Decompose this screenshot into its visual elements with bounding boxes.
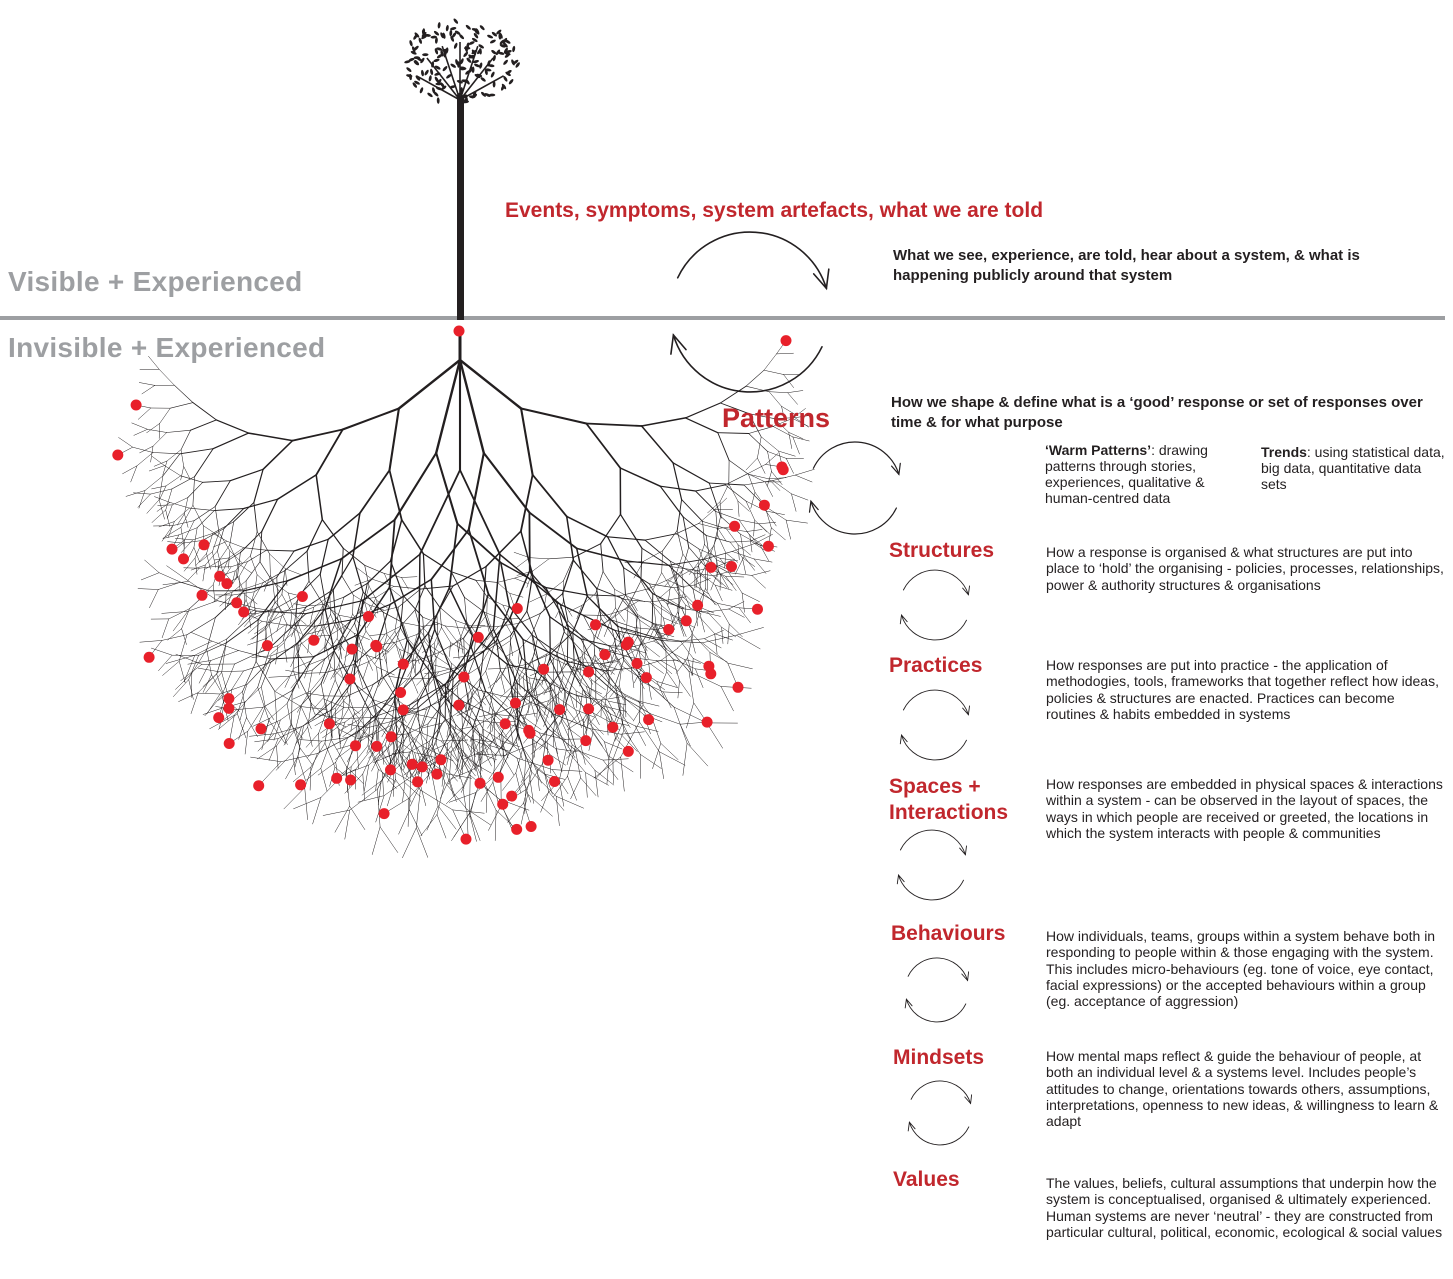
warm-patterns-title: ‘Warm Patterns’: [1045, 442, 1152, 458]
layer-label-structures: Structures: [889, 539, 995, 562]
patterns-label: Patterns: [722, 403, 831, 433]
events-description: What we see, experience, are told, hear …: [893, 247, 1360, 284]
warm-patterns-text: : drawing patterns through stories, expe…: [1045, 442, 1208, 506]
layer-label-spaces-interactions: Spaces + Interactions: [889, 775, 1009, 824]
zone-label-visible: Visible + Experienced: [8, 266, 303, 297]
layer-label-practices: Practices: [889, 654, 983, 677]
layer-description-practices: How responses are put into practice - th…: [1046, 657, 1439, 722]
layer-description-behaviours: How individuals, teams, groups within a …: [1046, 928, 1436, 1010]
tree-icon: [404, 18, 520, 320]
layer-description-spaces-interactions: How responses are embedded in physical s…: [1046, 776, 1443, 841]
layer-label-behaviours: Behaviours: [891, 922, 1006, 945]
layer-description-structures: How a response is organised & what struc…: [1046, 544, 1444, 593]
zone-label-invisible: Invisible + Experienced: [8, 332, 326, 363]
cycle-arrows-icon: [670, 231, 973, 1146]
layer-description-mindsets: How mental maps reflect & guide the beha…: [1046, 1048, 1439, 1130]
patterns-description: How we shape & define what is a ‘good’ r…: [891, 394, 1423, 431]
trends-title: Trends: [1261, 444, 1307, 460]
trends-text: : using statistical data, big data, quan…: [1261, 444, 1445, 492]
layer-label-mindsets: Mindsets: [893, 1046, 985, 1069]
layer-description-values: The values, beliefs, cultural assumption…: [1046, 1175, 1443, 1240]
layer-label-values: Values: [893, 1168, 960, 1191]
root-system-icon: [112, 325, 815, 859]
events-headline: Events, symptoms, system artefacts, what…: [505, 199, 1044, 222]
trends-note: Trends: using statistical data, big data…: [1261, 444, 1446, 492]
warm-patterns-note: ‘Warm Patterns’: drawing patterns throug…: [1045, 442, 1245, 506]
